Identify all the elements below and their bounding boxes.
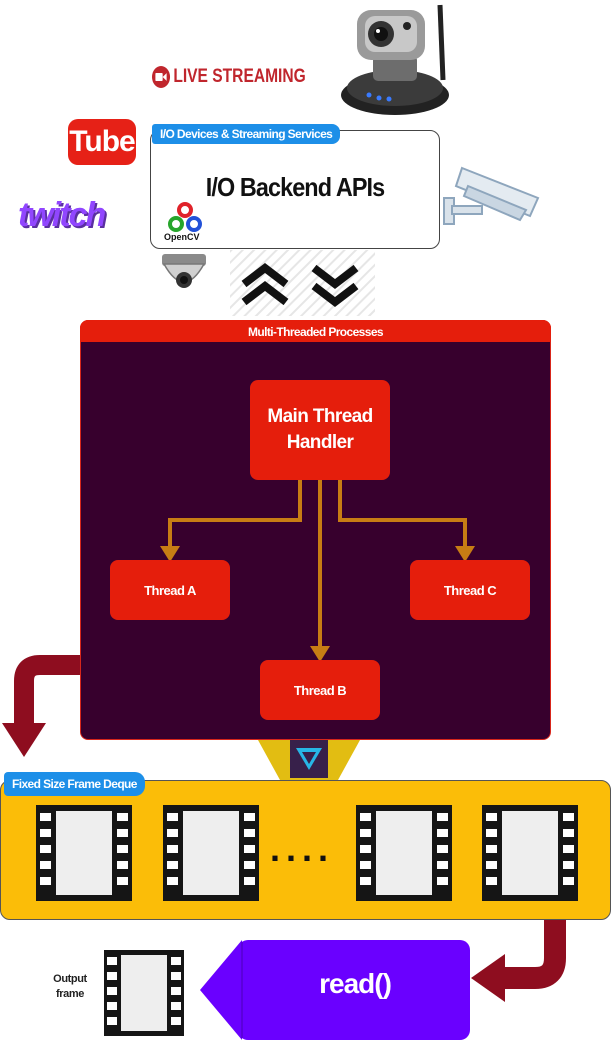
film-frame-icon	[104, 950, 184, 1036]
output-frame-label: Output frame	[53, 973, 87, 1000]
read-method-label: read()	[319, 968, 392, 999]
film-frame-icon	[482, 805, 578, 901]
thread-c-node: Thread C	[410, 560, 530, 620]
multi-threaded-tag: Multi-Threaded Processes	[80, 320, 551, 342]
down-chevron-icon	[311, 264, 359, 308]
data-flow-arrows	[230, 250, 375, 316]
cctv-camera-icon	[443, 166, 540, 225]
io-backend-title: I/O Backend APIs	[205, 172, 385, 202]
thread-connectors	[160, 480, 475, 662]
film-frame-icon	[163, 805, 259, 901]
deque-frames	[36, 805, 578, 901]
vidgear-logo	[296, 748, 322, 770]
film-frame-icon	[356, 805, 452, 901]
thread-b-node: Thread B	[260, 660, 380, 720]
record-icon	[152, 66, 171, 88]
deque-ellipsis: ....	[270, 828, 335, 869]
frame-deque-tag: Fixed Size Frame Deque	[4, 772, 145, 796]
live-streaming-label: LIVE STREAMING	[152, 66, 306, 88]
opencv-logo	[168, 202, 202, 232]
film-frame-icon	[36, 805, 132, 901]
youtube-logo: Tube	[68, 119, 136, 165]
ip-camera-icon	[341, 4, 449, 115]
io-devices-tag: I/O Devices & Streaming Services	[152, 124, 341, 144]
dome-camera-icon	[162, 254, 206, 288]
read-method-box	[200, 940, 470, 1040]
right-flow-arrow	[471, 920, 566, 1002]
funnel-connector	[258, 740, 360, 780]
twitch-logo: twitch	[18, 196, 106, 234]
up-chevron-icon	[241, 262, 289, 306]
left-flow-arrow	[2, 655, 82, 757]
thread-a-node: Thread A	[110, 560, 230, 620]
opencv-label: OpenCV	[164, 232, 200, 242]
